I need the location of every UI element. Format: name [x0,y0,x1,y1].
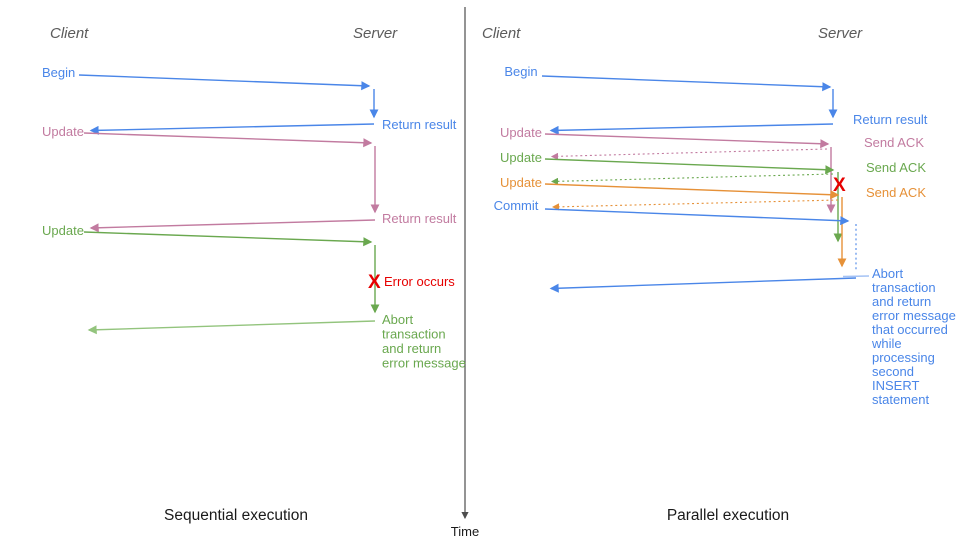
par-abort-text: Abort transaction and return error messa… [871,266,959,407]
seq-return-result-2-label: Return result [382,211,457,226]
sequential-diagram: Client Server Begin Return result Update… [42,25,466,524]
par-abort-mark-line [842,275,870,278]
par-ack3-label: Send ACK [866,185,926,200]
par-abort-line: processing [872,350,935,365]
par-update1-send-arrow [544,133,830,149]
par-update3-send-arrow [544,183,840,200]
par-ack2-arrow [550,173,834,185]
par-ack2-label: Send ACK [866,160,926,175]
time-axis-label: Time [451,524,479,539]
time-axis: Time [451,7,479,539]
par-update1-label: Update [500,125,542,140]
par-begin-send-arrow [541,75,832,92]
seq-return-result-2-arrow [89,219,376,233]
seq-title: Sequential execution [164,507,308,524]
seq-abort-line: and return [382,341,441,356]
par-abort-line: statement [872,392,929,407]
seq-update2-send-arrow [83,231,373,247]
seq-error-x-icon: X [368,272,381,293]
seq-return-result-1-label: Return result [382,117,457,132]
par-abort-line: error message [872,308,956,323]
par-update2-label: Update [500,150,542,165]
par-abort-line: and return [872,294,931,309]
seq-server-header: Server [353,25,398,42]
seq-begin-label: Begin [42,65,75,80]
par-abort-line: second [872,364,914,379]
seq-update1-label: Update [42,124,84,139]
par-abort-line: that occurred [872,322,948,337]
seq-client-header: Client [50,25,89,42]
par-ack3-arrow [551,199,839,211]
seq-begin-send-arrow [78,74,371,91]
par-server-header: Server [818,25,863,42]
seq-update1-send-arrow [83,132,373,148]
par-commit-label: Commit [494,198,539,213]
par-title: Parallel execution [667,507,789,524]
par-abort-line: Abort [872,266,903,281]
seq-update2-label: Update [42,223,84,238]
par-abort-return-arrow [549,277,857,293]
par-abort-line: transaction [872,280,936,295]
seq-error-label: Error occurs [384,274,455,289]
par-update2-send-arrow [544,158,835,175]
par-error-x-icon: X [833,175,846,196]
seq-abort-line: transaction [382,327,446,342]
seq-abort-text: Abort transaction and return error messa… [382,312,466,371]
par-update3-label: Update [500,175,542,190]
par-ack1-arrow [550,148,828,160]
par-abort-line: INSERT [872,378,919,393]
par-client-header: Client [482,25,521,42]
par-commit-send-arrow [544,208,850,226]
par-return-result-arrow [549,123,834,135]
seq-abort-line: Abort [382,312,413,327]
par-ack1-label: Send ACK [864,135,924,150]
par-return-result-label: Return result [853,112,928,127]
seq-abort-line: error message [382,356,466,371]
seq-return-result-1-arrow [89,123,375,135]
par-begin-label: Begin [504,64,537,79]
seq-abort-return-arrow [87,320,376,335]
parallel-diagram: Client Server Begin Return result Update… [482,25,959,524]
par-abort-line: while [871,336,902,351]
